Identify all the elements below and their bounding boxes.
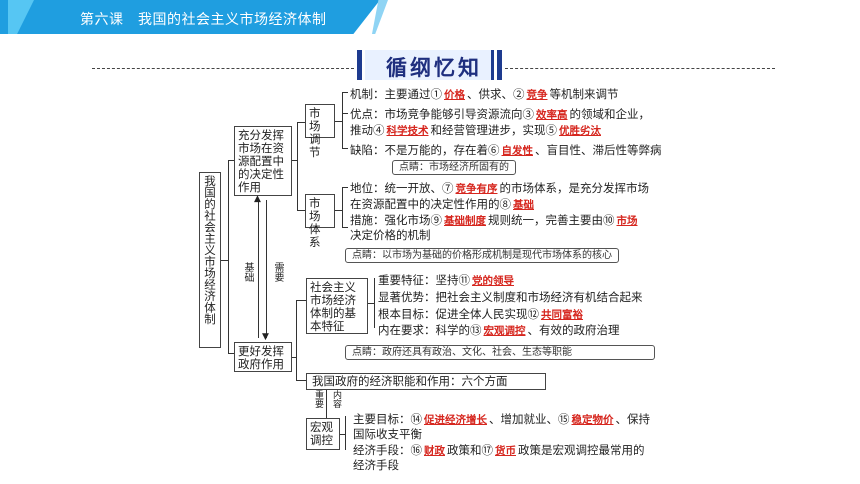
bracket	[374, 278, 375, 328]
goal-line-2: 国际收支平衡	[353, 427, 422, 441]
connector	[296, 380, 306, 381]
answer-5: 优胜劣汰	[559, 125, 601, 137]
decisive-role-box: 充分发挥市场在资源配置中的决定性作用	[234, 126, 292, 196]
answer-3: 效率高	[536, 109, 568, 121]
arrow-basis	[258, 200, 259, 338]
functions-label: 我国政府的经济职能和作用：六个方面	[312, 374, 508, 388]
answer-8: 基础	[513, 199, 534, 211]
bracket	[342, 187, 348, 188]
bracket	[342, 92, 348, 93]
connector	[228, 160, 234, 161]
answer-11: 党的领导	[472, 275, 514, 287]
connector	[326, 390, 327, 418]
content-label: 内容	[331, 390, 341, 408]
answer-13: 宏观调控	[483, 325, 526, 337]
basic-features-box: 社会主义市场经济体制的基本特征	[306, 278, 368, 334]
note-inherent: 点睛：市场经济所固有的	[392, 160, 516, 175]
market-system-label: 市场体系	[309, 196, 321, 249]
connector	[292, 357, 296, 358]
feature-2: 显著优势：把社会主义制度和市场经济有机结合起来	[378, 290, 643, 304]
important-label: 重要	[313, 390, 323, 408]
answer-4: 科学技术	[386, 125, 429, 137]
banner-bar-left	[357, 50, 362, 80]
answer-15: 稳定物价	[571, 414, 614, 426]
need-label: 需要	[272, 262, 283, 282]
connector	[297, 122, 298, 210]
answer-16: 财政	[424, 445, 445, 457]
decisive-role-label: 充分发挥市场在资源配置中的决定性作用	[238, 128, 284, 194]
bracket	[335, 210, 342, 211]
answer-17: 货币	[495, 445, 516, 457]
connector	[228, 353, 234, 354]
connector	[296, 300, 297, 380]
answer-12: 共同富裕	[541, 309, 583, 321]
header-bar	[0, 0, 380, 34]
bracket	[342, 148, 348, 149]
answer-1: 价格	[444, 89, 465, 101]
answer-7: 竞争有序	[455, 183, 498, 195]
banner-bg	[365, 50, 493, 80]
connector	[228, 160, 229, 353]
means-line-2: 经济手段	[353, 458, 399, 472]
root-label: 我国的社会主义市场经济体制	[203, 175, 217, 325]
connector	[297, 122, 305, 123]
arrow-need	[266, 200, 267, 338]
banner-bar-right-thin	[491, 50, 494, 80]
macro-control-label: 宏观调控	[310, 420, 333, 447]
connector	[221, 260, 229, 261]
arrow-down-head: ▼	[262, 332, 269, 342]
answer-10: 市场	[616, 215, 638, 227]
banner-bar-right	[497, 50, 502, 80]
bracket	[335, 121, 342, 122]
bracket	[340, 434, 345, 435]
connector	[292, 160, 298, 161]
answer-6: 自发性	[501, 145, 534, 157]
divider-right	[505, 68, 775, 69]
answer-9: 基础制度	[444, 215, 486, 227]
basic-features-label: 社会主义市场经济体制的基本特征	[310, 280, 356, 333]
divider-left	[92, 68, 354, 69]
market-adjust-box: 市场调节	[305, 104, 335, 159]
market-adjust-label: 市场调节	[309, 106, 321, 159]
bracket	[345, 416, 346, 450]
bracket	[368, 303, 374, 304]
lesson-title: 第六课 我国的社会主义市场经济体制	[80, 12, 327, 28]
measure-line-2: 决定价格的机制	[350, 228, 431, 242]
gov-role-label: 更好发挥政府作用	[238, 344, 284, 371]
root-box: 我国的社会主义市场经济体制	[199, 172, 221, 348]
note-core: 点睛：以市场为基础的价格形成机制是现代市场体系的核心	[345, 248, 619, 263]
market-system-box: 市场体系	[305, 194, 335, 249]
connector	[297, 210, 305, 211]
bracket	[342, 113, 348, 114]
bracket	[342, 92, 343, 148]
basis-label: 基础	[242, 262, 253, 282]
bracket	[342, 187, 343, 227]
gov-role-box: 更好发挥政府作用	[234, 342, 292, 372]
connector	[296, 300, 306, 301]
bracket	[342, 227, 348, 228]
functions-box: 我国政府的经济职能和作用：六个方面	[306, 373, 546, 390]
answer-2: 竞争	[526, 89, 548, 101]
macro-control-box: 宏观调控	[306, 418, 340, 450]
arrow-up-head: ▲	[254, 194, 261, 204]
note-other-functions: 点睛：政府还具有政治、文化、社会、生态等职能	[345, 345, 655, 360]
section-title: 循纲忆知	[386, 56, 482, 80]
answer-14: 促进经济增长	[424, 414, 487, 426]
